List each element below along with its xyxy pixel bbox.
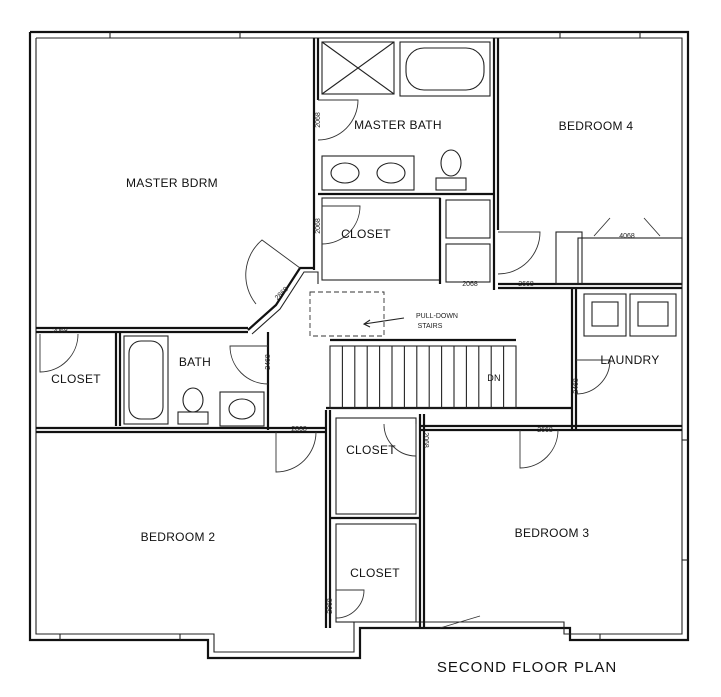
door-code-lower-closet: 2068 [327, 598, 334, 614]
master-entry-door-swing [245, 239, 301, 305]
room-label-bedroom-3: BEDROOM 3 [515, 526, 590, 540]
toilet [182, 387, 204, 413]
pull-down-label-line1: PULL-DOWN [416, 313, 458, 320]
pull-down-label-line2: STAIRS [418, 323, 443, 330]
room-label-master-bath: MASTER BATH [354, 118, 442, 132]
room-label-hall-closet-left: CLOSET [51, 372, 101, 386]
room-label-master-closet: CLOSET [341, 227, 391, 241]
room-label-bedroom-2: BEDROOM 2 [141, 530, 216, 544]
door-code-hall-b: 2668 [518, 281, 534, 288]
room-label-master-bedroom: MASTER BDRM [126, 176, 218, 190]
room-label-upper-closet: CLOSET [346, 443, 396, 457]
upper-closet-door-swing [383, 423, 417, 457]
plan-title: SECOND FLOOR PLAN [437, 659, 617, 676]
fixtures [123, 41, 677, 427]
door-code-laundry: 2468 [573, 378, 580, 394]
room-label-bedroom-4: BEDROOM 4 [559, 119, 634, 133]
room-label-bath: BATH [179, 355, 211, 369]
room-labels: MASTER BDRM MASTER BATH BEDROOM 4 CLOSET… [51, 118, 659, 580]
door-code-hall-closet-left: 2068 [52, 328, 68, 335]
bath-door-swing [229, 345, 269, 385]
bed3-exterior-door-swing [439, 615, 481, 629]
bed3-door-swing [519, 429, 559, 469]
interior-walls [36, 38, 683, 628]
stair-notes: PULL-DOWN STAIRS DN [416, 313, 501, 383]
pull-down-stairs-outline [309, 291, 385, 337]
laundry-door-swing [575, 359, 611, 395]
doors [39, 99, 661, 629]
bed4-closet-door-swing [593, 217, 661, 237]
lower-closet-door-swing [335, 589, 365, 619]
room-label-lower-closet: CLOSET [350, 566, 400, 580]
toilet [440, 149, 462, 177]
door-code-master-bath: 2068 [315, 112, 322, 128]
door-code-bath: 2468 [265, 354, 272, 370]
bed4-door-swing [497, 231, 541, 275]
hall-closet-left-door-swing [39, 333, 79, 373]
door-code-master-closet: 2068 [315, 218, 322, 234]
exterior-wall-outline [28, 30, 690, 660]
door-code-bed2: 2868 [291, 426, 307, 433]
door-code-bed4-closet: 4068 [619, 233, 635, 240]
staircase [309, 291, 517, 409]
pull-down-arrow [363, 317, 405, 325]
door-code-hall-a: 2068 [462, 281, 478, 288]
door-code-bed3: 2668 [537, 427, 553, 434]
room-label-laundry: LAUNDRY [600, 353, 659, 367]
door-code-upper-closet: 2068 [422, 432, 429, 448]
master-bath-door-swing [317, 99, 359, 141]
stairs-down-label: DN [487, 373, 501, 383]
bed2-door-swing [275, 431, 317, 473]
master-closet-door-swing [321, 205, 361, 245]
